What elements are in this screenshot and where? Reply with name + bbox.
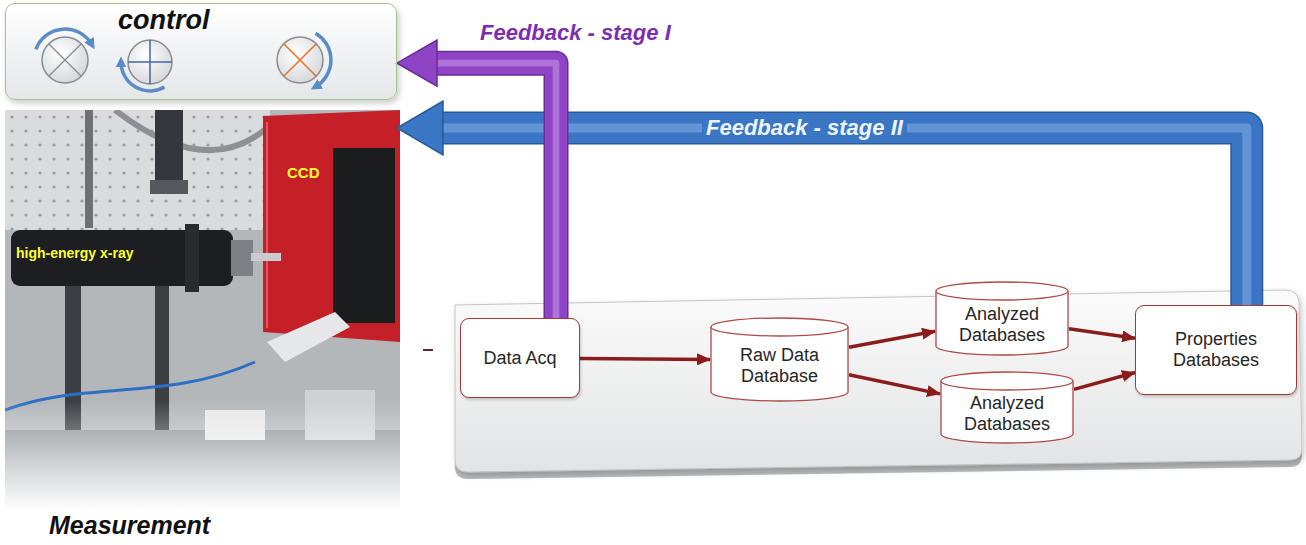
nozzle	[251, 253, 281, 261]
detector-housing	[263, 110, 400, 342]
feedback-arrow	[397, 40, 556, 318]
knob	[277, 37, 323, 83]
arrow-shaft	[436, 63, 556, 318]
rotation-arrow	[36, 29, 92, 49]
flow-arrow	[1074, 372, 1135, 389]
knob-mark	[49, 44, 82, 77]
tick-line	[423, 349, 433, 351]
tube-ring	[185, 224, 199, 292]
arrow-line	[1069, 329, 1135, 339]
knob-mark	[284, 44, 317, 77]
platform	[455, 290, 1302, 472]
node-label: Data Acq	[483, 348, 556, 369]
arrow-head	[397, 40, 437, 86]
camera-mount	[150, 180, 188, 194]
knob-mark	[128, 61, 172, 63]
knob	[42, 37, 88, 83]
post	[85, 110, 93, 228]
node-label: Properties Databases	[1144, 329, 1288, 370]
cylinder-body	[711, 327, 848, 401]
photo-ground	[5, 110, 400, 510]
cylinder-top	[936, 282, 1068, 300]
photo-fade	[5, 400, 400, 510]
arrow-line	[1074, 372, 1135, 389]
arrow-head	[397, 101, 443, 155]
beamline-photo	[5, 110, 400, 510]
database-cylinder: Raw Data Database	[710, 318, 849, 402]
rotation-arrow	[316, 33, 331, 87]
flow-arrow	[849, 375, 940, 394]
database-cylinder: Analyzed Databases	[935, 282, 1069, 356]
panel-title: control	[118, 4, 210, 36]
cylinder-top	[941, 372, 1073, 390]
part-label: high-energy x-ray	[16, 246, 133, 261]
flow-arrow	[1069, 329, 1135, 339]
flow-arrow	[849, 331, 935, 347]
tube-cap	[231, 240, 253, 276]
knob-mark	[284, 44, 317, 77]
edge-label: Feedback - stage II	[702, 115, 907, 141]
rotation-arrow	[121, 62, 165, 91]
database-box: Properties Databases	[1135, 305, 1297, 395]
flow-arrow	[580, 358, 710, 359]
control-knobs	[36, 29, 331, 91]
breadboard-holes	[5, 110, 270, 230]
arrow-line	[849, 331, 935, 347]
process-box: Data Acq	[460, 318, 580, 398]
arrow-highlight	[436, 63, 556, 318]
x-ray-tube	[11, 230, 233, 286]
arrow-line	[580, 358, 710, 359]
housing-edge	[266, 122, 268, 328]
measurement-photo: Measurement	[5, 110, 400, 542]
cylinder-top	[711, 318, 848, 336]
optical-breadboard	[5, 110, 270, 230]
knob-mark	[49, 44, 82, 77]
panel-caption: Measurement	[49, 510, 210, 540]
edge-label: Feedback - stage I	[476, 20, 675, 46]
rail	[115, 110, 267, 150]
knob	[128, 40, 172, 84]
node-label: Analyzed Databases	[948, 393, 1066, 434]
feedback-arrow	[397, 101, 1247, 305]
camera-column	[155, 110, 183, 185]
database-cylinder: Analyzed Databases	[940, 372, 1074, 444]
node-label: Analyzed Databases	[943, 304, 1061, 345]
control-panel: control	[5, 3, 397, 100]
sample-stage	[267, 312, 350, 362]
arrow-outline	[436, 63, 556, 318]
node-label: Raw Data Database	[718, 345, 841, 386]
arrow-line	[849, 375, 940, 394]
control-panel-ground	[5, 3, 397, 100]
detector-window	[333, 148, 395, 323]
part-label: CCD	[287, 165, 320, 182]
